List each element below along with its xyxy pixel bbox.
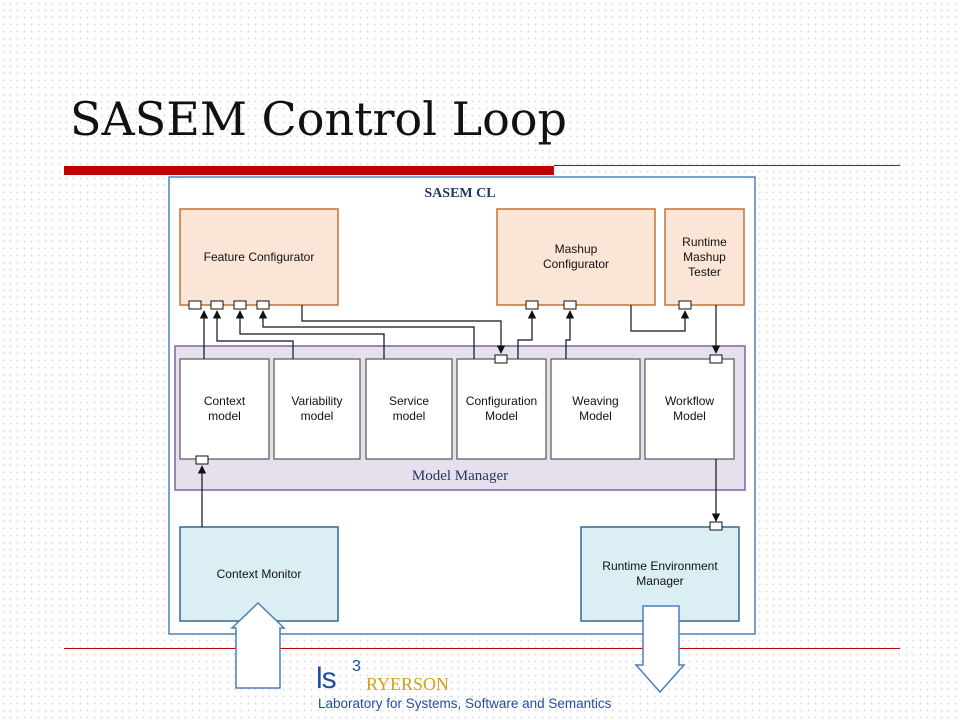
output-arrow-down [634, 605, 686, 694]
model-manager-label: Model Manager [411, 468, 509, 484]
variability-model-box[interactable] [273, 358, 361, 460]
logo-mark: ls [316, 662, 337, 695]
logo-superscript: 3 [352, 658, 361, 675]
sasem-cl-title: SASEM CL [424, 186, 496, 201]
configuration-model-box[interactable] [456, 358, 547, 460]
title-accent-bar [64, 166, 554, 175]
port-squares [188, 300, 723, 531]
weaving-model-box[interactable] [550, 358, 641, 460]
context-monitor-label: Context Monitor [216, 566, 302, 581]
runtime-mashup-tester-label: Runtime Mashup Tester [682, 234, 727, 279]
slide-title: SASEM Control Loop [70, 92, 567, 146]
mashup-configurator-label: Mashup Configurator [542, 242, 610, 271]
footer-divider-line [64, 648, 900, 649]
service-model-label: Service model [388, 394, 429, 423]
context-model-box[interactable] [179, 358, 270, 460]
ryerson-ls3-logo: ls 3 RYERSON Laboratory for Systems, Sof… [316, 658, 656, 716]
service-model-box[interactable] [365, 358, 453, 460]
variability-model-label: Variability model [291, 394, 343, 423]
mashup-configurator-box[interactable] [496, 208, 656, 306]
context-model-label: Context model [203, 394, 246, 423]
input-arrow-up [230, 601, 286, 689]
connector-lines [197, 305, 721, 527]
logo-name: RYERSON [366, 674, 450, 694]
workflow-model-box[interactable] [644, 358, 735, 460]
configuration-model-label: Configuration Model [465, 394, 538, 423]
workflow-model-label: Workflow Model [664, 394, 715, 423]
feature-configurator-label: Feature Configurator [203, 249, 315, 264]
runtime-mashup-tester-box[interactable] [664, 208, 745, 306]
title-divider-line [554, 165, 900, 166]
runtime-env-manager-label: Runtime Environment Manager [602, 559, 718, 588]
logo-subtitle: Laboratory for Systems, Software and Sem… [318, 696, 612, 711]
weaving-model-label: Weaving Model [572, 394, 619, 423]
